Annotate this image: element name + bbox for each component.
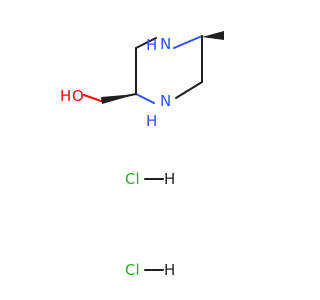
wedge-bond-hydroxymethyl [101, 94, 137, 104]
bond-ch2-left-to-n-top [135, 37, 157, 49]
salt-1-chlorine: Cl [125, 170, 140, 188]
salt-2-hydrogen: H [164, 261, 175, 279]
bond-ch2-to-hydroxyl-o [83, 94, 102, 102]
atom-hydroxyl-o: O [72, 87, 84, 105]
bond-n-bottom-to-c-left [135, 93, 155, 104]
bond-n-top-to-c-right [173, 35, 203, 49]
atom-n-top: N [160, 35, 171, 53]
atom-h-on-n-top: H [146, 36, 157, 54]
structure-canvas: N H N H H O Cl H Cl H [60, 31, 224, 279]
molecule-diagram: N H N H H O Cl H Cl H [60, 31, 224, 279]
wedge-bond-methyl [202, 31, 224, 40]
atom-n-bottom: N [160, 92, 171, 110]
salt-1-hydrogen: H [164, 170, 175, 188]
atom-hydroxyl-h: H [60, 87, 71, 105]
bond-ch2-right-to-n-bottom [175, 81, 203, 99]
salt-2-chlorine: Cl [125, 261, 140, 279]
atom-h-on-n-bottom: H [146, 112, 157, 130]
